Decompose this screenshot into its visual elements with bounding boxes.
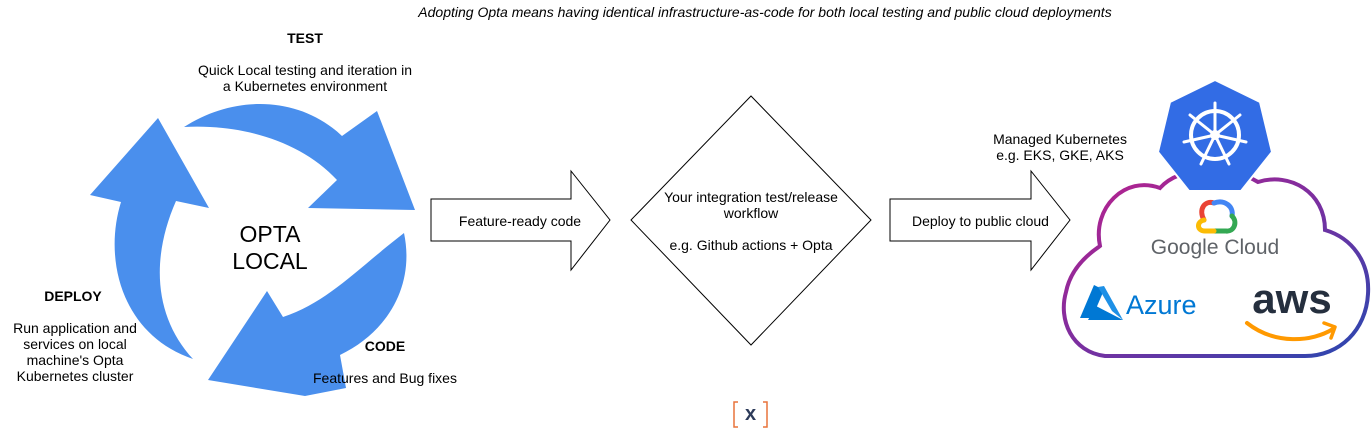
deploy-desc-line3: machine's Opta [26, 352, 124, 368]
aws-smile-icon [1245, 321, 1337, 342]
feature-ready-arrow [430, 169, 611, 272]
deploy-desc-line2: services on local [23, 336, 127, 352]
cycle-arrow-test [184, 103, 415, 210]
deploy-desc-line1: Run application and [13, 320, 137, 336]
cycle-arrow-deploy [90, 118, 209, 359]
feature-ready-label: Feature-ready code [458, 213, 582, 229]
aws-label: aws [1252, 275, 1332, 322]
cloud-shape [1061, 167, 1371, 358]
deploy-desc-line4: Kubernetes cluster [16, 368, 134, 384]
decision-line3: e.g. Github actions + Opta [669, 237, 833, 253]
managed-k8s-line1: Managed Kubernetes [993, 131, 1127, 147]
deploy-cloud-arrow [889, 169, 1071, 272]
code-title: CODE [364, 338, 406, 354]
code-desc: Features and Bug fixes [313, 370, 457, 386]
deploy-cloud-label: Deploy to public cloud [912, 213, 1049, 229]
azure-label: Azure [1126, 290, 1197, 320]
decision-line1: Your integration test/release [664, 189, 838, 205]
footer-logo-icon [733, 401, 768, 428]
footer-logo-letter: x [744, 403, 757, 425]
diagram-caption: Adopting Opta means having identical inf… [418, 4, 1112, 20]
google-cloud-label: Google Cloud [1150, 236, 1280, 259]
cycle-center-line1: OPTA [239, 221, 301, 247]
google-cloud-icon [1196, 199, 1238, 234]
test-desc-line2: a Kubernetes environment [222, 78, 388, 94]
cycle-arrow-code [208, 233, 407, 396]
managed-k8s-line2: e.g. EKS, GKE, AKS [996, 147, 1124, 163]
cycle-center-line2: LOCAL [232, 248, 308, 274]
workflow-diamond [630, 95, 872, 346]
azure-icon [1080, 285, 1123, 320]
test-desc-line1: Quick Local testing and iteration in [197, 62, 412, 78]
decision-line2: workflow [723, 205, 779, 221]
test-title: TEST [287, 30, 323, 46]
deploy-title: DEPLOY [44, 288, 102, 304]
kubernetes-logo-icon [1156, 78, 1274, 192]
